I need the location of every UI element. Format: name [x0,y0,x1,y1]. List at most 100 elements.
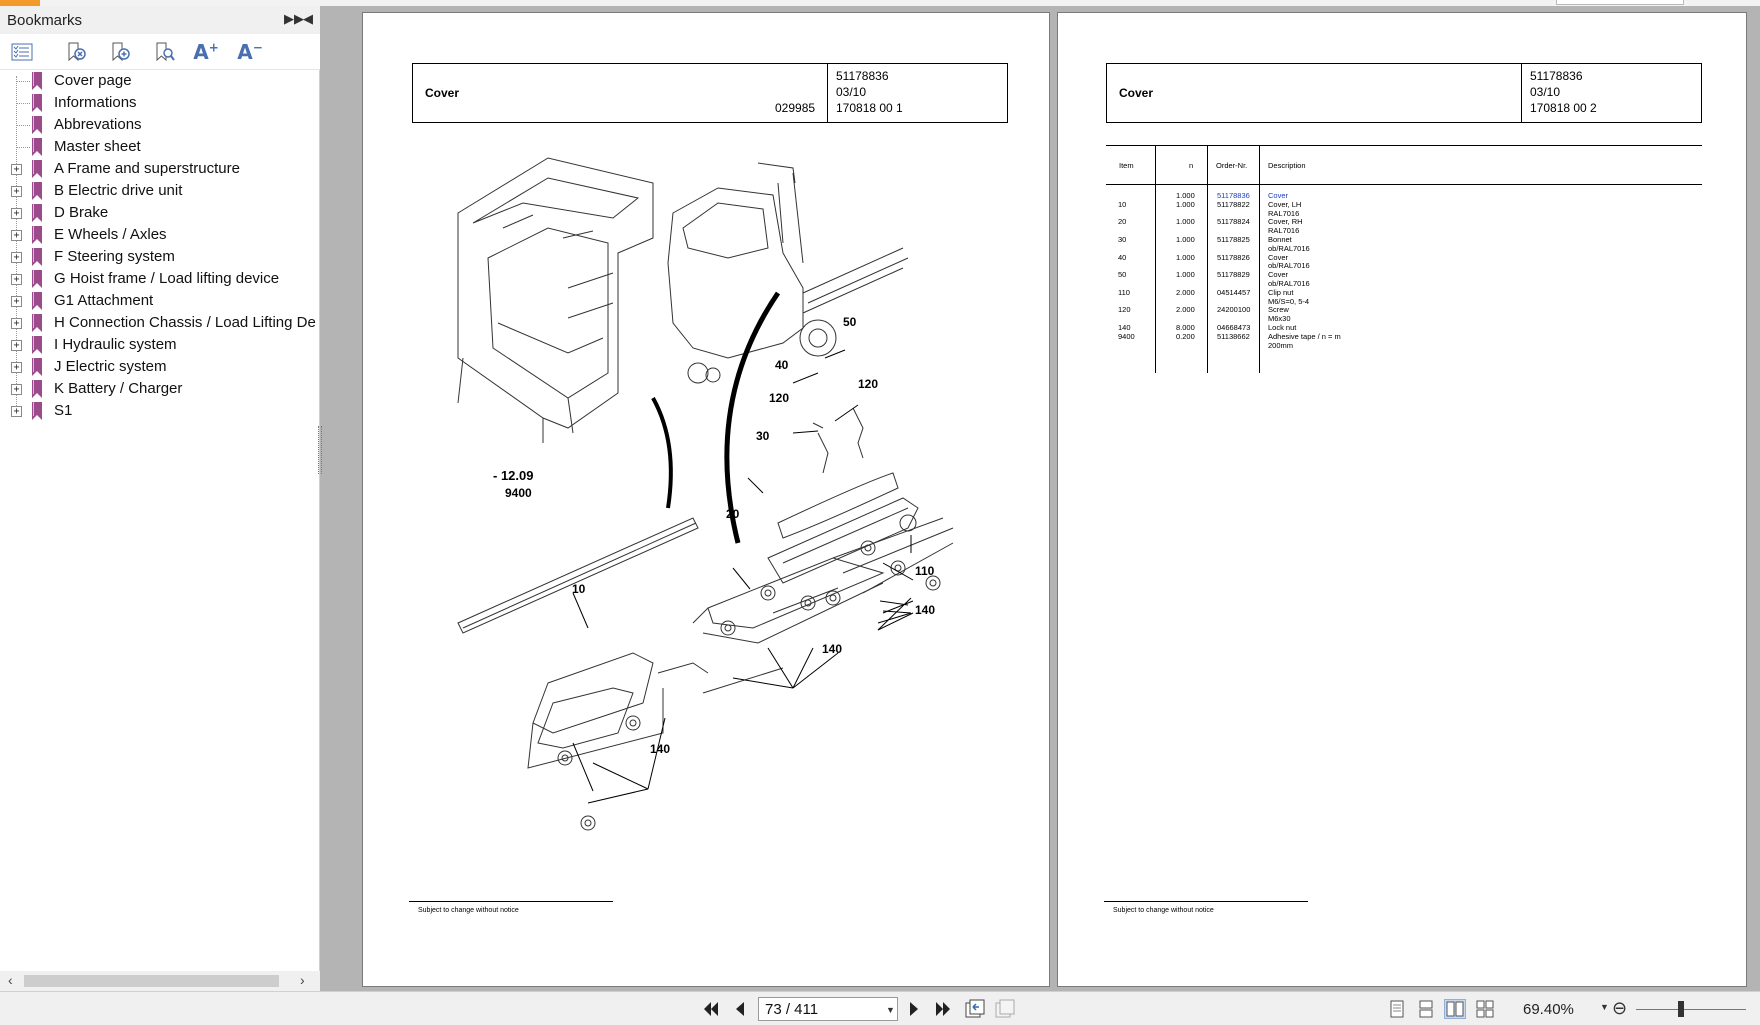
bookmark-item[interactable]: +J Electric system [0,356,320,378]
previous-page-button[interactable] [734,1000,746,1018]
bookmark-icon [32,270,42,288]
bookmark-icon [32,94,42,112]
bookmark-item[interactable]: + F Steering system [0,246,320,268]
cell-order-number: 51178824 [1217,217,1250,227]
decrease-font-button[interactable]: A− [236,40,264,64]
bookmark-label: Master sheet [54,138,141,155]
continuous-facing-view-button[interactable] [1474,999,1496,1019]
cell-order-number: 51178826 [1217,252,1250,262]
bookmark-icon [32,380,42,398]
previous-view-button[interactable] [964,999,986,1018]
add-bookmark-button[interactable] [106,40,134,64]
cell-description[interactable]: Cover [1268,191,1289,200]
page-number-input[interactable] [758,997,898,1021]
col-header-description: Description [1268,161,1306,170]
bookmark-item[interactable]: Abbrevations [0,114,320,136]
zoom-dropdown-icon[interactable]: ▼ [1600,1002,1609,1012]
facing-view-button[interactable] [1444,999,1466,1019]
header-reference: 170818 00 2 [1530,101,1597,115]
zoom-slider-thumb[interactable] [1678,1001,1684,1017]
bookmark-item[interactable]: +D Brake [0,202,320,224]
last-page-button[interactable] [934,1000,952,1018]
expand-toggle-icon[interactable]: + [11,296,22,307]
label-30: 30 [756,429,770,443]
bookmark-item[interactable]: Cover page [0,70,320,92]
next-page-button[interactable] [908,1000,920,1018]
table-row: M6x30 [1106,314,1702,324]
bookmark-item[interactable]: +B Electric drive unit [0,180,320,202]
bookmarks-toolbar: A+ A− [0,34,320,70]
top-toolbar-strip [0,0,1760,6]
expand-panel-icon[interactable]: ▶▶ [284,11,304,26]
increase-font-button[interactable]: A+ [192,40,220,64]
bookmark-item[interactable]: +G1 Attachment [0,290,320,312]
bookmark-item[interactable]: +I Hydraulic system [0,334,320,356]
zoom-slider[interactable] [1636,1009,1746,1010]
single-page-view-button[interactable] [1386,999,1408,1019]
expand-toggle-icon[interactable]: + [11,318,22,329]
first-page-button[interactable] [702,1000,720,1018]
header-part-number: 51178836 [836,69,889,83]
cell-order-number[interactable]: 51178836 [1217,191,1250,200]
facing-pages-icon [1446,1001,1464,1017]
app-menu-tab[interactable] [0,0,40,6]
zoom-out-icon[interactable]: ⊖ [1612,998,1628,1018]
single-page-icon [1390,1000,1404,1018]
find-bookmark-button[interactable] [150,40,178,64]
expand-toggle-icon[interactable]: + [11,274,22,285]
add-bookmark-icon [112,42,130,62]
bookmark-item[interactable]: Informations [0,92,320,114]
bookmarks-title: Bookmarks [7,12,83,29]
expand-toggle-icon[interactable]: + [11,230,22,241]
expand-toggle-icon[interactable]: + [11,252,22,263]
page-dropdown-icon[interactable]: ▼ [886,1005,895,1015]
bookmark-item[interactable]: +K Battery / Charger [0,378,320,400]
tree-connector [16,81,30,82]
zoom-level[interactable]: 69.40% [1523,1001,1574,1018]
bookmark-item[interactable]: +G Hoist frame / Load lifting device [0,268,320,290]
cover-20 [707,557,885,629]
bookmark-label: F Steering system [54,248,175,265]
scrollbar-thumb[interactable] [24,975,279,987]
font-decrease-icon: A− [237,40,263,64]
bookmark-item[interactable]: Master sheet [0,136,320,158]
continuous-view-button[interactable] [1415,999,1437,1019]
horizontal-scrollbar[interactable]: ‹ › [0,971,320,991]
header-date: 03/10 [1530,85,1561,99]
header-drawing-number: 029985 [775,101,816,115]
bookmark-icon [32,182,42,200]
bookmark-icon [32,226,42,244]
bookmark-options-button[interactable] [8,40,36,64]
next-view-button[interactable] [994,999,1016,1018]
scroll-right-arrow-icon[interactable]: › [300,972,305,988]
label-140b: 140 [822,642,842,656]
previous-view-icon [965,999,985,1018]
cell-quantity: 2.000 [1176,287,1195,297]
collapse-panel-icon[interactable]: ◀ [303,11,313,26]
expand-toggle-icon[interactable]: + [11,208,22,219]
exploded-view-drawing: - 12.09 9400 50 40 120 120 30 20 10 110 … [457,157,954,831]
bookmark-item[interactable]: +E Wheels / Axles [0,224,320,246]
search-box[interactable] [1556,0,1684,5]
cell-description: Bonnet [1268,235,1292,244]
document-view[interactable]: Cover 029985 51178836 03/10 170818 00 1 [318,6,1760,991]
expand-toggle-icon[interactable]: + [11,186,22,197]
expand-toggle-icon[interactable]: + [11,340,22,351]
cell-item: 120 [1118,305,1131,315]
delete-bookmark-button[interactable] [62,40,90,64]
bookmark-item[interactable]: +A Frame and superstructure [0,158,320,180]
expand-toggle-icon[interactable]: + [11,384,22,395]
cell-quantity: 0.200 [1176,331,1195,341]
expand-toggle-icon[interactable]: + [11,362,22,373]
panel-splitter[interactable] [318,426,322,474]
bookmark-item[interactable]: +S1 [0,400,320,422]
expand-toggle-icon[interactable]: + [11,406,22,417]
cell-quantity: 1.000 [1176,199,1195,209]
bookmarks-panel: Bookmarks ▶▶ ◀ A+ A− Cover [0,6,320,991]
footer-rule [409,901,613,902]
header-title: Cover [425,86,460,100]
bookmark-item[interactable]: +H Connection Chassis / Load Lifting Dev… [0,312,320,334]
expand-toggle-icon[interactable]: + [11,164,22,175]
scroll-left-arrow-icon[interactable]: ‹ [8,972,13,988]
cell-description: M6x30 [1268,314,1291,324]
